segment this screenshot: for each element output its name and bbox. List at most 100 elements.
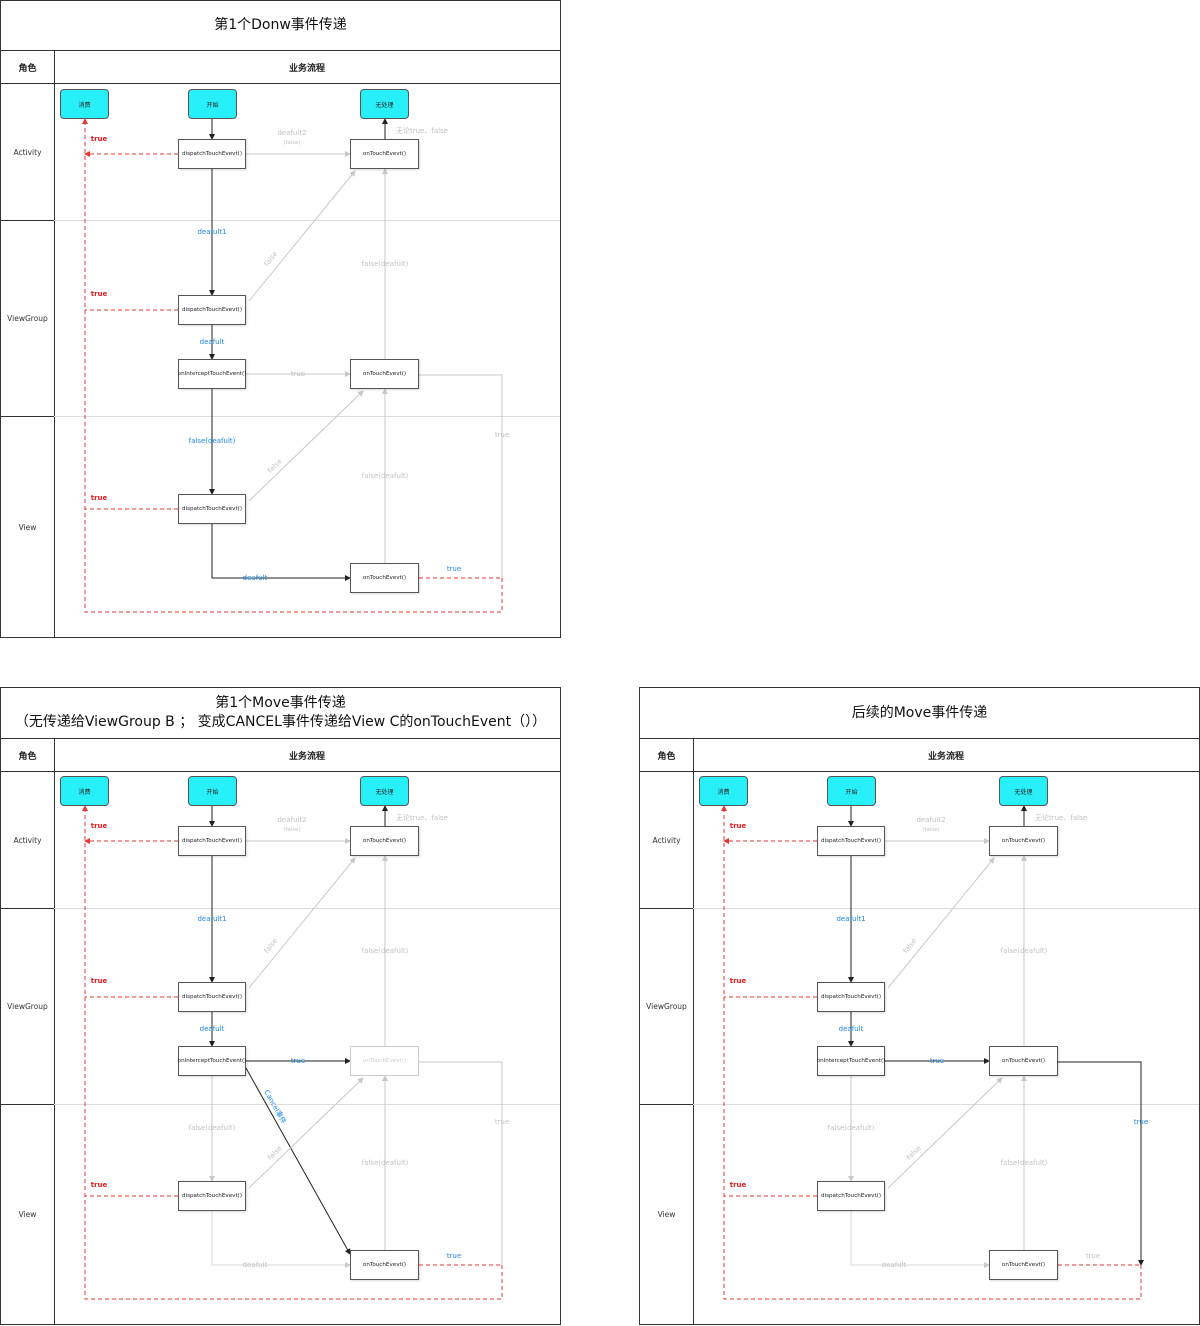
edge-label-true: true	[929, 1057, 945, 1065]
lane-view: View	[18, 522, 37, 532]
activity-dispatch-node: dispatchTouchEvevt()	[178, 139, 246, 169]
lane-divider	[54, 772, 55, 1324]
activity-dispatch-node: dispatchTouchEvevt()	[178, 826, 246, 856]
edge-label-deafult2: deafult2	[916, 816, 946, 824]
panel-title: 第1个Donw事件传递	[1, 1, 560, 51]
edge-label-false-deafult: false(deafult)	[1000, 1159, 1048, 1167]
terminal-unhandled: 无处理	[360, 89, 409, 119]
edge-label-deafult: deafult	[199, 1025, 225, 1033]
lane-separator	[1, 220, 560, 221]
table-header: 角色 业务流程	[1, 739, 560, 772]
edge-label-false: false	[266, 457, 284, 475]
edge-label-true: true	[90, 290, 108, 298]
panel-title: 后续的Move事件传递	[640, 688, 1199, 739]
edge-label-false-deafult: false(deafult)	[827, 1124, 875, 1132]
edge-label-false: false	[905, 1144, 923, 1162]
activity-ontouch-node: onTouchEvevt()	[350, 826, 419, 856]
edge-label-either: 无论true、false	[395, 814, 449, 822]
edge-label-deafult1: deafult1	[197, 228, 227, 236]
panel-title-text: 第1个Donw事件传递	[214, 17, 347, 33]
viewgroup-dispatch-node: dispatchTouchEvevt()	[178, 295, 246, 325]
edge-label-deafult1: deafult1	[197, 915, 227, 923]
terminal-consume: 消费	[60, 89, 109, 119]
edge-label-false-paren: (false)	[283, 827, 301, 833]
edge-label-false: false	[266, 1144, 284, 1162]
panel-title: 第1个Move事件传递 （无传递给ViewGroup B ； 变成CANCEL事…	[1, 688, 560, 739]
role-header: 角色	[1, 739, 55, 771]
lane-divider	[54, 84, 55, 637]
terminal-consume: 消费	[699, 776, 748, 806]
lane-separator-left	[1, 908, 54, 909]
edge-label-false: false	[262, 249, 280, 269]
viewgroup-dispatch-node: dispatchTouchEvevt()	[178, 982, 246, 1012]
edge-label-cancel: Cancel事件	[262, 1088, 288, 1126]
flow-header: 业务流程	[288, 63, 325, 74]
lane-separator	[1, 1104, 560, 1105]
edge-label-true: true	[290, 370, 306, 378]
flow-header: 业务流程	[927, 751, 964, 762]
terminal-start: 开始	[188, 776, 237, 806]
lane-view: View	[18, 1210, 37, 1219]
edge-label-false-deafult: false(deafult)	[361, 1159, 409, 1167]
role-header: 角色	[1, 51, 55, 83]
activity-ontouch-node: onTouchEvevt()	[350, 139, 419, 169]
lane-view: View	[657, 1210, 676, 1219]
terminal-consume: 消费	[60, 776, 109, 806]
edge-label-deafult2: deafult2	[277, 129, 307, 137]
edge-label-false-paren: (false)	[283, 140, 301, 146]
terminal-start: 开始	[188, 89, 237, 119]
edge-label-false-deafult: false(deafult)	[188, 437, 236, 445]
terminal-start: 开始	[827, 776, 876, 806]
view-ontouch-node: onTouchEvevt()	[350, 1250, 419, 1280]
role-header: 角色	[640, 739, 694, 771]
lane-separator	[1, 908, 560, 909]
viewgroup-intercept-node: onInterceptTouchEvent()	[178, 359, 246, 389]
edge-label-true: true	[90, 977, 108, 985]
edge-label-false: false	[901, 936, 919, 956]
panel-subsequent-move-event: 后续的Move事件传递 角色 业务流程 Activity ViewGroup V…	[639, 687, 1200, 1325]
viewgroup-ontouch-node: onTouchEvevt()	[350, 1046, 419, 1076]
edge-label-true: true	[290, 1057, 306, 1065]
table-header: 角色 业务流程	[1, 51, 560, 84]
edge-label-true: true	[729, 1181, 747, 1189]
lane-separator	[640, 1104, 1199, 1105]
lane-separator-left	[640, 908, 693, 909]
panel-title-text: 后续的Move事件传递	[851, 704, 988, 721]
viewgroup-dispatch-node: dispatchTouchEvevt()	[817, 982, 885, 1012]
edge-label-true: true	[90, 822, 108, 830]
viewgroup-intercept-node: onInterceptTouchEvent()	[817, 1046, 885, 1076]
edge-label-deafult: deafult	[199, 338, 225, 346]
edge-label-either: 无论true、false	[1034, 814, 1088, 822]
edge-label-deafult: deafult	[242, 1261, 268, 1269]
edge-label-true: true	[729, 977, 747, 985]
edge-label-deafult: deafult	[838, 1025, 864, 1033]
edge-label-deafult2: deafult2	[277, 816, 307, 824]
edge-label-false-deafult: false(deafult)	[361, 260, 409, 268]
edge-label-false: false	[262, 936, 280, 956]
edge-label-true: true	[90, 494, 108, 502]
view-dispatch-node: dispatchTouchEvevt()	[817, 1181, 885, 1211]
activity-ontouch-node: onTouchEvevt()	[989, 826, 1058, 856]
lane-viewgroup: ViewGroup	[7, 313, 48, 323]
edge-label-either: 无论true、false	[395, 127, 449, 135]
edge-label-false-paren: (false)	[922, 827, 940, 833]
panel-down-event: 第1个Donw事件传递 角色 业务流程 Activity ViewGroup V…	[0, 0, 561, 638]
view-ontouch-node: onTouchEvevt()	[989, 1250, 1058, 1280]
view-dispatch-node: dispatchTouchEvevt()	[178, 1181, 246, 1211]
flow-header: 业务流程	[288, 751, 325, 762]
view-dispatch-node: dispatchTouchEvevt()	[178, 494, 246, 524]
edge-label-deafult: deafult	[881, 1261, 907, 1269]
panel-subtitle-text: （无传递给ViewGroup B ； 变成CANCEL事件传递给View C的o…	[14, 714, 547, 730]
table-header: 角色 业务流程	[640, 739, 1199, 772]
edge-label-deafult: deafult	[242, 574, 268, 582]
edge-label-true: true	[729, 822, 747, 830]
lane-activity: Activity	[652, 835, 681, 845]
lane-viewgroup: ViewGroup	[646, 1001, 687, 1011]
edge-label-false-deafult: false(deafult)	[361, 472, 409, 480]
edge-label-true: true	[494, 431, 510, 439]
lane-separator-left	[1, 220, 54, 221]
lane-activity: Activity	[13, 835, 42, 845]
edge-label-true: true	[494, 1118, 510, 1126]
viewgroup-intercept-node: onInterceptTouchEvent()	[178, 1046, 246, 1076]
edge-label-true: true	[1133, 1118, 1149, 1126]
